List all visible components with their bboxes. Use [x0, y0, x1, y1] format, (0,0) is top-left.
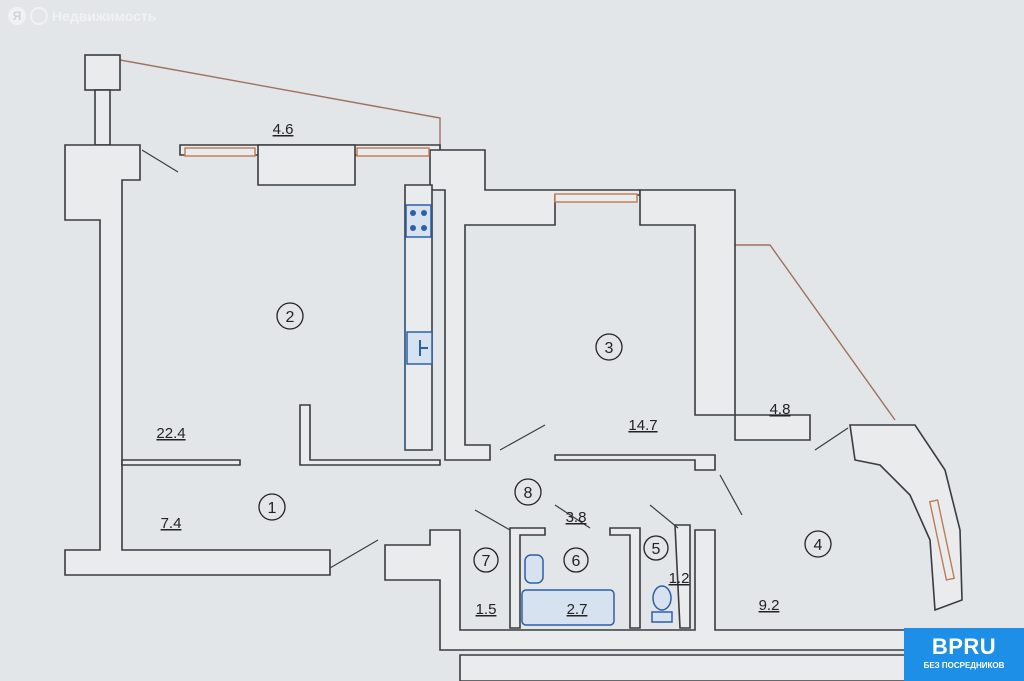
sink-icon — [406, 331, 433, 365]
window — [184, 147, 256, 157]
stove-icon — [405, 204, 432, 238]
balcony-outline-right — [735, 244, 896, 421]
room-area: 3.8 — [566, 509, 587, 526]
room-number: 7 — [482, 553, 491, 570]
room-number: 6 — [572, 553, 581, 570]
balcony-area: 4.8 — [770, 401, 791, 418]
bpru-subtitle: БЕЗ ПОСРЕДНИКОВ — [923, 661, 1005, 670]
watermark-text: Недвижимость — [52, 8, 157, 24]
bathtub-icon — [521, 589, 615, 626]
room-area: 7.4 — [161, 515, 182, 532]
washbasin-icon — [524, 554, 544, 584]
room-number: 4 — [814, 537, 823, 554]
room-area: 1.5 — [476, 601, 497, 618]
yandex-logo-icon: Я — [8, 7, 26, 25]
room-number: 5 — [652, 541, 661, 558]
bpru-brand: BPRU — [931, 634, 997, 659]
room-area: 1.2 — [669, 570, 690, 587]
circle-logo-icon — [30, 7, 48, 25]
room-area: 22.4 — [156, 425, 185, 442]
room-number-markers — [258, 302, 832, 573]
window — [554, 193, 638, 203]
window — [928, 499, 956, 581]
window — [356, 147, 430, 157]
room-area: 2.7 — [567, 601, 588, 618]
bpru-badge[interactable]: BPRU БЕЗ ПОСРЕДНИКОВ — [904, 628, 1024, 681]
room-number: 1 — [268, 500, 277, 517]
room-area: 14.7 — [628, 417, 657, 434]
room-number: 8 — [524, 485, 533, 502]
balcony-outline-left — [119, 59, 441, 150]
watermark: Я Недвижимость — [8, 7, 156, 25]
toilet-icon — [651, 585, 673, 623]
room-number: 3 — [605, 340, 614, 357]
room-number: 2 — [286, 309, 295, 326]
room-area: 9.2 — [759, 597, 780, 614]
balcony-area: 4.6 — [273, 121, 294, 138]
